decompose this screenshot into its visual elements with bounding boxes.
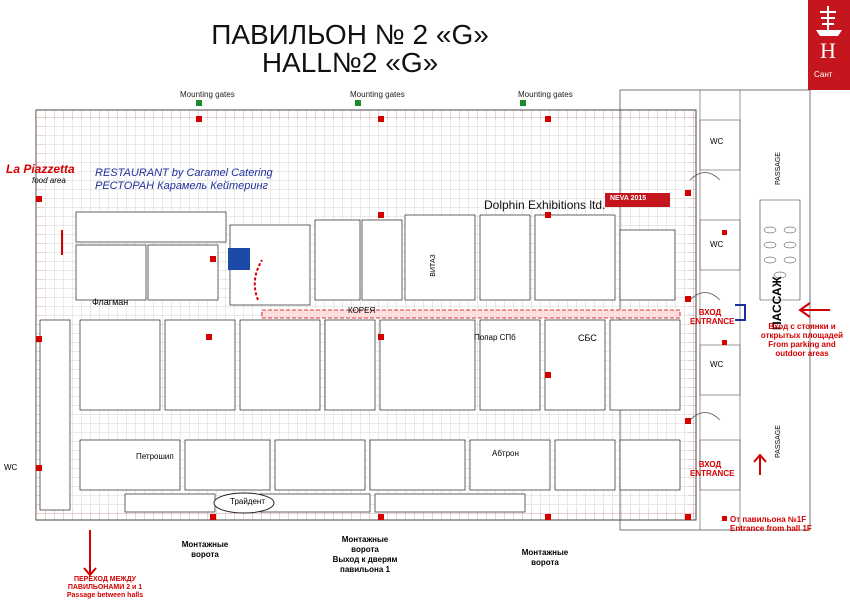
brand-letter: H	[820, 38, 836, 63]
stand-korea: КОРЕЯ	[348, 306, 376, 315]
stand-flagman: Флагман	[92, 297, 129, 307]
gates-left-2: ворота	[191, 550, 219, 559]
gates-right-2: ворота	[531, 558, 559, 567]
brand-logo: H Сант	[808, 0, 850, 90]
title-en: HALL№2 «G»	[261, 47, 439, 78]
gates-center-4: павильона 1	[340, 565, 390, 574]
stand-abtron: Абтрон	[492, 449, 519, 458]
mounting-gates-label-1: Mounting gates	[180, 90, 235, 99]
passage-top: PASSAGE	[775, 152, 782, 185]
from-1f-en: Entrance from hall 1F	[730, 524, 812, 533]
title-ru: ПАВИЛЬОН № 2 «G»	[211, 19, 489, 50]
brand-caption: Сант	[814, 70, 833, 79]
wc-label-4: WC	[4, 463, 18, 472]
passage-bottom: PASSAGE	[775, 425, 782, 458]
gates-center-3: Выход к дверям	[332, 555, 398, 564]
gates-right-1: Монтажные	[521, 548, 569, 557]
la-piazzetta-sub: food area	[32, 176, 66, 185]
wc-label-1: WC	[710, 137, 724, 146]
restaurant-ru: РЕСТОРАН Карамель Кейтеринг	[95, 180, 268, 192]
stand-popular: Попар СПб	[474, 333, 516, 342]
entrance-1-en: ENTRANCE	[690, 317, 735, 326]
mounting-gates-label-3: Mounting gates	[518, 90, 573, 99]
restaurant-en: RESTAURANT by Caramel Catering	[95, 167, 273, 179]
passage-between-en: Passage between halls	[66, 592, 144, 599]
entrance-1-ru: ВХОД	[698, 308, 722, 317]
gates-left-1: Монтажные	[181, 540, 229, 549]
stand-trident: Трайдент	[230, 497, 266, 506]
gates-center-2: ворота	[351, 545, 379, 554]
passage-between-ru: ПЕРЕХОД МЕЖДУ ПАВИЛЬОНАМИ 2 и 1	[67, 576, 143, 591]
mounting-gates-label-2: Mounting gates	[350, 90, 405, 99]
wc-label-3: WC	[710, 360, 724, 369]
from-1f-ru: От павильона №1F	[730, 515, 807, 524]
wc-label-2: WC	[710, 240, 724, 249]
stand-vita: ВИТАЗ	[429, 254, 437, 277]
stand-sbs: СБС	[578, 333, 597, 343]
entrance-2-en: ENTRANCE	[690, 469, 735, 478]
stand-petrosh: Петрошип	[136, 452, 174, 461]
dolphin-label: Dolphin Exhibitions ltd.	[484, 198, 606, 212]
la-piazzetta-label: La Piazzetta	[6, 162, 75, 176]
entrance-2-ru: ВХОД	[698, 460, 722, 469]
neva-banner: NEVA 2015	[610, 195, 647, 202]
parking-en: From parking and outdoor areas	[768, 340, 836, 358]
parking-ru: Вход с стоянки и открытых площадей	[760, 322, 844, 340]
ship-logo-icon	[816, 6, 842, 36]
gates-center-1: Монтажные	[341, 535, 389, 544]
